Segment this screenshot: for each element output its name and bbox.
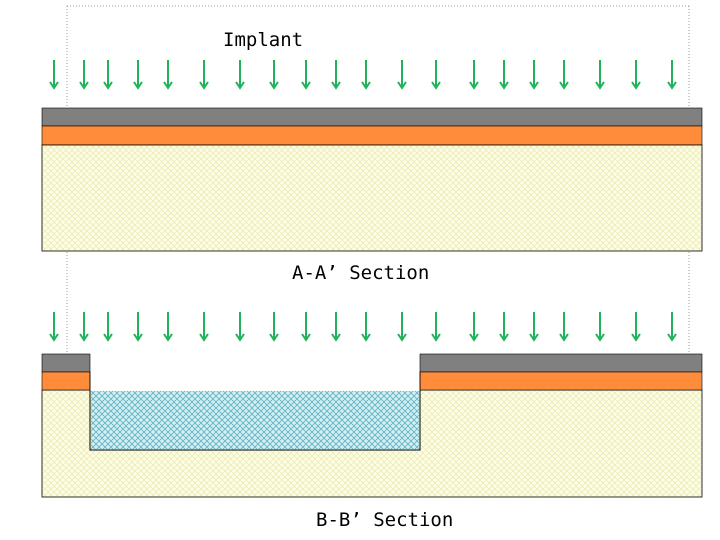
implant-arrow xyxy=(79,312,89,342)
implant-arrow xyxy=(133,312,143,342)
hardmask-layer-b-left xyxy=(41,353,91,373)
implant-arrow xyxy=(667,312,677,342)
implant-arrow xyxy=(103,312,113,342)
implant-arrow xyxy=(469,60,479,90)
implant-arrow xyxy=(667,60,677,90)
implant-arrow xyxy=(235,312,245,342)
substrate-a xyxy=(41,144,703,252)
implant-arrow xyxy=(361,60,371,90)
implant-arrow xyxy=(529,312,539,342)
implant-arrow xyxy=(631,312,641,342)
implant-arrow xyxy=(163,60,173,90)
implant-arrow xyxy=(469,312,479,342)
implant-arrow xyxy=(301,312,311,342)
section-a-label: A-A’ Section xyxy=(292,262,429,284)
implant-arrow xyxy=(397,312,407,342)
implanted-region xyxy=(91,391,419,449)
implant-arrow xyxy=(595,312,605,342)
implant-arrow xyxy=(529,60,539,90)
section-b-stack xyxy=(41,353,703,498)
guide-lines xyxy=(66,5,690,354)
implant-arrow xyxy=(49,312,59,342)
implant-arrow xyxy=(595,60,605,90)
implant-arrow xyxy=(199,312,209,342)
implant-arrow xyxy=(559,60,569,90)
opening-gap xyxy=(90,388,420,391)
implant-arrow xyxy=(301,60,311,90)
implant-arrows-top xyxy=(49,60,677,90)
implant-arrow xyxy=(499,60,509,90)
oxide-layer-b-left xyxy=(41,371,91,391)
implant-arrow xyxy=(235,60,245,90)
implant-arrow xyxy=(331,312,341,342)
implant-arrow xyxy=(269,312,279,342)
implant-arrow xyxy=(79,60,89,90)
implant-arrow xyxy=(103,60,113,90)
implant-arrow xyxy=(499,312,509,342)
implant-arrow xyxy=(331,60,341,90)
implant-arrow xyxy=(269,60,279,90)
hardmask-layer-b-right xyxy=(419,353,703,373)
implant-arrows-bottom xyxy=(49,312,677,342)
oxide-layer-a xyxy=(41,125,703,146)
implant-arrow xyxy=(361,312,371,342)
section-a-stack xyxy=(41,107,703,252)
implant-label: Implant xyxy=(223,29,303,51)
implant-arrow xyxy=(559,312,569,342)
implant-arrow xyxy=(397,60,407,90)
implant-arrow xyxy=(631,60,641,90)
implant-arrow xyxy=(431,60,441,90)
oxide-layer-b-right xyxy=(419,371,703,391)
implant-arrow xyxy=(163,312,173,342)
hardmask-layer-a xyxy=(41,107,703,127)
section-b-label: B-B’ Section xyxy=(316,509,453,531)
implant-arrow xyxy=(199,60,209,90)
implant-arrow xyxy=(133,60,143,90)
implant-arrow xyxy=(49,60,59,90)
implant-arrow xyxy=(431,312,441,342)
